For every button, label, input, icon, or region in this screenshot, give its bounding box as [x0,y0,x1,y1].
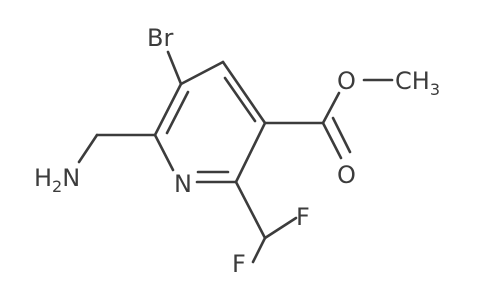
amine-subscript: 2 [52,177,62,196]
amine-hydrogen: H [34,164,52,192]
bond-c3-c4 [179,60,225,86]
fluorine-bottom-label: F [232,250,246,278]
bond-n1-c2 [153,133,175,172]
bond-c4-c5-inner [223,76,257,123]
fluorine-top-label: F [296,203,310,231]
bond-c2-c3-inner [165,90,190,135]
amine-nitrogen: N [62,164,80,192]
bond-c6-cf2 [234,180,267,240]
bond-carbonyl-o-single [321,91,341,125]
methyl-subscript: 3 [430,80,440,99]
amine-label: H2N [34,164,80,196]
bonds [77,50,394,264]
carbonyl-oxygen-label: O [337,161,356,189]
methyl-ch: CH [395,67,430,95]
bond-c5-c6 [234,121,267,184]
bromine-label: Br [147,24,173,52]
bond-cf2-f-top [263,216,298,240]
bond-c3-br [166,50,183,86]
methyl-label: CH3 [395,67,440,99]
ring-nitrogen-label: N [174,170,192,198]
bond-carbonyl-o-double-a [321,121,343,160]
bond-ch2-nh2 [77,133,99,164]
atom-labels: Br N H2N O O CH3 F F [34,24,440,278]
bond-c4-c5 [221,60,267,125]
bond-cf2-f-bottom [251,236,267,264]
bond-carbonyl-o-double-b [331,116,352,154]
ester-oxygen-label: O [337,67,356,95]
bond-c2-c3 [153,82,183,137]
